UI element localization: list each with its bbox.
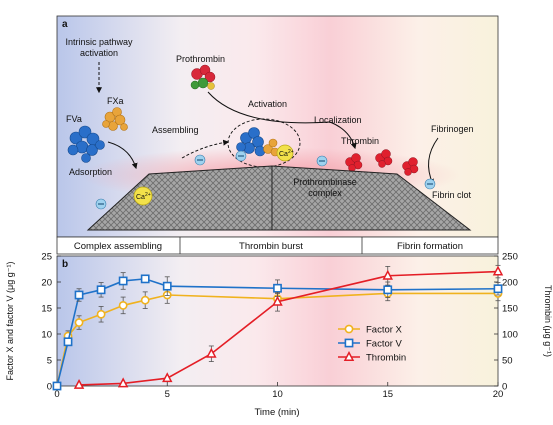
factor-v-point <box>140 274 150 284</box>
factor-x-point <box>74 318 84 327</box>
adsorption-arrow <box>107 141 138 170</box>
y-left-tick-label: 15 <box>41 304 52 315</box>
y-left-tick-label: 0 <box>47 382 52 393</box>
factor-x-point <box>118 300 128 310</box>
legend-factor-v-marker <box>344 338 354 348</box>
factor-v-point <box>52 381 62 391</box>
prothrombin-protein-icon <box>190 64 216 90</box>
thrombin-point <box>117 377 129 388</box>
surface-ca-label: Ca2+ <box>136 192 151 201</box>
complex-ca-label: Ca2+ <box>279 149 294 158</box>
phase-bar: Complex assembling Thrombin burst Fibrin… <box>56 236 499 255</box>
factor-v-point <box>162 281 172 291</box>
x-tick-label: 0 <box>54 389 59 400</box>
legend-factor-v-label: Factor V <box>366 339 403 350</box>
legend-thrombin-label: Thrombin <box>366 353 406 364</box>
complex-fva-icon <box>236 127 266 157</box>
factor-x-point <box>96 309 106 319</box>
x-tick-label: 5 <box>165 389 170 400</box>
factor-v-point <box>74 290 84 300</box>
localization-label: Localization <box>314 115 362 125</box>
phase-label: Thrombin burst <box>239 241 303 252</box>
phase-label: Complex assembling <box>74 241 162 252</box>
y-left-tick-label: 10 <box>41 330 52 341</box>
y-right-tick-label: 0 <box>502 382 507 393</box>
factor-x-line <box>56 292 498 387</box>
legend-thrombin-marker <box>343 350 355 361</box>
thrombin-point <box>162 372 173 383</box>
x-axis-title: Time (min) <box>254 407 299 418</box>
y-left-tick-label: 20 <box>41 278 52 289</box>
legend-factor-x-marker <box>344 324 354 334</box>
x-tick-label: 20 <box>493 389 504 400</box>
plot-area <box>56 255 499 387</box>
assembling-arrow <box>181 139 230 159</box>
factor-v-point <box>273 283 282 293</box>
y-left-tick-label: 5 <box>47 356 52 367</box>
y-axis-right-title: Thrombin (μg g⁻¹) <box>543 285 553 357</box>
factor-v-point <box>383 285 393 295</box>
factor-v-point <box>493 284 503 294</box>
x-tick-label: 15 <box>382 389 393 400</box>
fva-protein-icon <box>67 125 105 163</box>
phase-label: Fibrin formation <box>397 241 463 252</box>
panel-a: a Intrinsic pathway activation FXa FVa A… <box>56 15 499 255</box>
thrombin-point <box>73 378 85 389</box>
fibrin-clot-label: Fibrin clot <box>432 190 472 200</box>
fva-label: FVa <box>66 114 82 124</box>
thrombin-point <box>382 269 393 280</box>
complex-label: Prothrombinase <box>293 177 357 187</box>
negative-charge-icon <box>95 150 436 210</box>
factor-x-point <box>140 295 150 305</box>
y-right-tick-label: 250 <box>502 252 518 263</box>
factor-v-point <box>63 337 73 347</box>
panel-b-letter: b <box>62 259 68 270</box>
complex-label-2: complex <box>308 188 342 198</box>
intrinsic-label: Intrinsic pathway <box>65 37 133 47</box>
y-right-tick-label: 50 <box>502 356 513 367</box>
surface-ca-icon <box>133 186 153 206</box>
adsorption-label: Adsorption <box>69 167 112 177</box>
y-axis-left-title: Factor X and factor V (μg g⁻¹) <box>5 262 15 381</box>
thrombin-label: Thrombin <box>341 136 379 146</box>
x-tick-label: 10 <box>272 389 283 400</box>
thrombin-point <box>492 265 504 276</box>
complex-ca-icon <box>276 144 294 162</box>
phase-bar-outline <box>56 236 499 255</box>
legend-factor-x-label: Factor X <box>366 325 403 336</box>
factor-v-point <box>118 276 128 286</box>
fibrinogen-label: Fibrinogen <box>431 124 474 134</box>
fxa-label: FXa <box>107 96 124 106</box>
thrombin-point <box>272 295 283 306</box>
particle-surface <box>86 165 472 231</box>
y-right-tick-label: 150 <box>502 304 518 315</box>
y-right-tick-label: 200 <box>502 278 518 289</box>
prothrombin-label: Prothrombin <box>176 54 225 64</box>
thrombin-point <box>206 347 217 358</box>
factor-v-point <box>96 285 106 295</box>
activation-label: Activation <box>248 99 287 109</box>
activation-arrow <box>207 91 357 150</box>
y-left-tick-label: 25 <box>41 252 52 263</box>
thrombin-protein-icon <box>345 149 419 176</box>
y-right-tick-label: 100 <box>502 330 518 341</box>
fxa-protein-icon <box>102 107 128 131</box>
assembling-label: Assembling <box>152 125 199 135</box>
intrinsic-label-2: activation <box>80 48 118 58</box>
panel-a-letter: a <box>62 19 68 30</box>
